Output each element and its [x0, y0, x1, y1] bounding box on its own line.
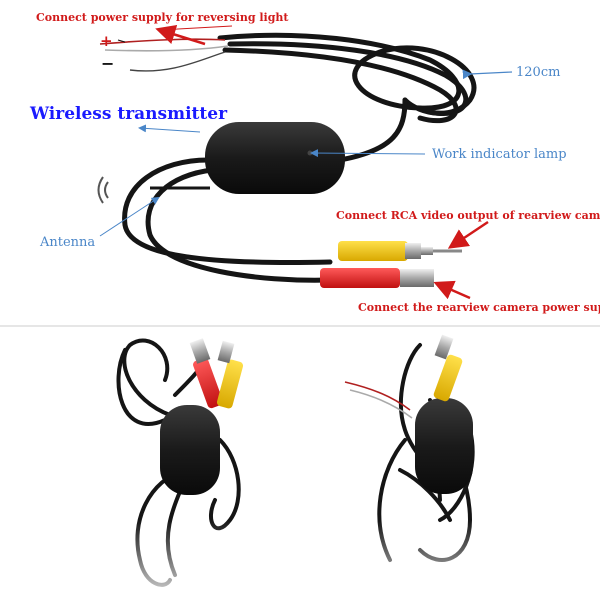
title-arrow: [138, 124, 201, 133]
left-yellow-plug: [216, 340, 244, 409]
right-red-wire: [344, 381, 411, 411]
right-transmitter-box: [415, 398, 473, 494]
antenna-label: Antenna: [40, 235, 96, 250]
rca-arrow: [447, 220, 489, 249]
transmitter-box: [205, 122, 345, 194]
right-white-wire: [349, 389, 413, 419]
black-wire: [129, 51, 226, 72]
indicator-lamp: [307, 150, 313, 156]
right-fade: [340, 520, 500, 600]
reversing-light-label: Connect power supply for reversing light: [36, 11, 289, 24]
reversing-arrow: [155, 24, 206, 46]
coiled-cable: [217, 32, 477, 163]
minus-sign: −: [101, 54, 115, 73]
red-power-plug: [320, 268, 434, 288]
white-wire: [104, 45, 229, 52]
left-red-plug: [189, 338, 223, 409]
left-fade: [100, 520, 260, 600]
right-yellow-plug: [433, 334, 463, 402]
rca-output-label: Connect RCA video output of rearview cam…: [336, 209, 600, 222]
wifi-signal-icon: [97, 176, 109, 204]
length-arrow: [462, 69, 513, 80]
work-indicator-label: Work indicator lamp: [432, 147, 567, 162]
reversing-arrow-line: [159, 25, 233, 31]
wireless-transmitter-title: Wireless transmitter: [30, 104, 228, 124]
main-cable: [122, 157, 333, 283]
yellow-rca-plug: [338, 241, 462, 261]
plus-sign: +: [100, 32, 113, 50]
antenna-arrow: [99, 196, 160, 237]
indicator-arrow: [310, 149, 426, 158]
length-label: 120cm: [516, 65, 561, 80]
power-supply-label: Connect the rearview camera power supply: [358, 301, 600, 314]
left-transmitter-box: [160, 405, 220, 495]
power-arrow: [433, 280, 471, 300]
